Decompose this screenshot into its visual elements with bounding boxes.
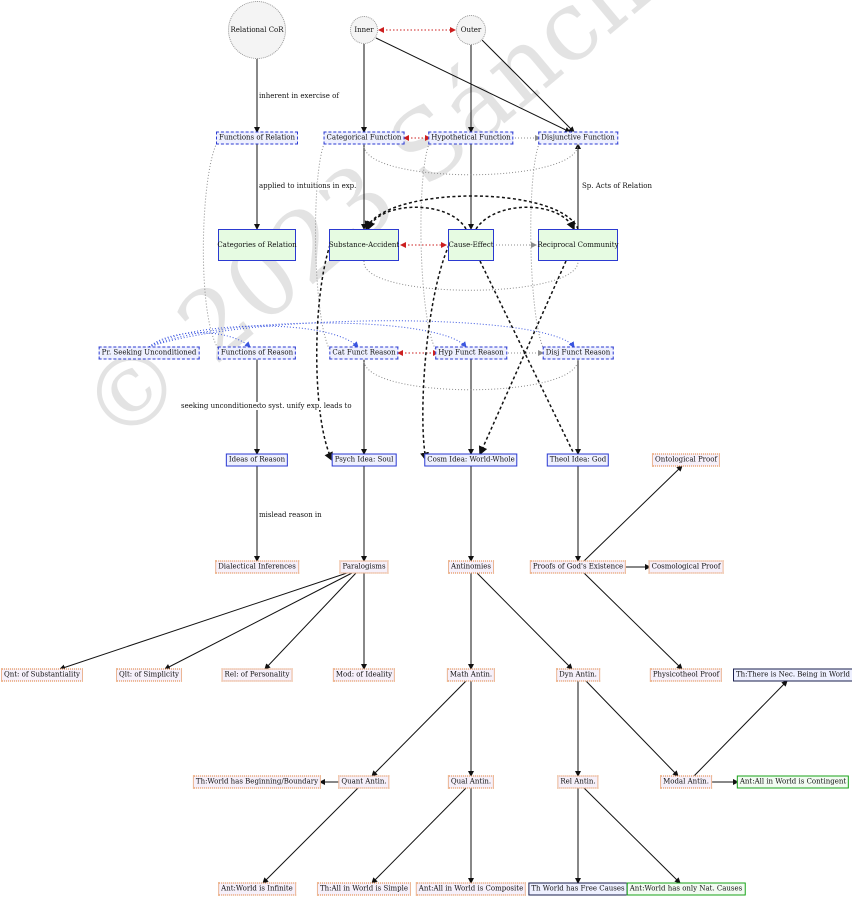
node-ontological: Ontological Proof — [651, 453, 721, 467]
node-math-ant: Math Antin. — [446, 668, 496, 682]
edge-quant-infinite — [262, 787, 359, 884]
node-dyn-ant: Dyn Antin. — [556, 668, 600, 682]
edge-cause-cosm — [420, 244, 450, 462]
edge-prseek-funcreason — [148, 332, 251, 348]
node-antinomies: Antinomies — [448, 560, 494, 574]
node-quant-ant: Quant Antin. — [338, 775, 390, 789]
node-outer: Outer — [456, 15, 486, 45]
node-th-begin: Th:World has Beginning/Boundary — [192, 775, 322, 789]
node-inner: Inner — [350, 16, 378, 44]
edge-paral-qlt — [164, 572, 353, 670]
arc-cat-row-lower — [363, 260, 579, 291]
node-modal-ant: Modal Antin. — [660, 775, 712, 789]
arc-func-row-lower — [363, 143, 579, 176]
node-recip: Reciprocal Community — [537, 229, 619, 261]
node-pr-seek: Pr. Seeking Unconditioned — [98, 346, 200, 360]
node-cosm: Cosm Idea: World-Whole — [424, 453, 518, 467]
edge-label-inherent: inherent in exercise of — [259, 92, 339, 100]
node-ant-composite: Ant:All in World is Composite — [415, 882, 527, 896]
node-ant-contingent: Ant:All in World is Contingent — [736, 775, 850, 789]
node-disj-reason: Disj Funct Reason — [542, 346, 614, 360]
edge-cause-theol — [479, 260, 575, 455]
arc-hypfunc-hypreason — [420, 137, 439, 354]
edge-proofs-ontological — [583, 465, 683, 562]
node-subst: Substance-Accident — [329, 229, 399, 261]
edge-prseek-catreason — [148, 325, 359, 348]
node-mod-ideal: Mod: of Ideality — [332, 668, 396, 682]
node-rel-pers: Rel: of Personality — [221, 668, 293, 682]
node-paralogisms: Paralogisms — [339, 560, 389, 574]
node-psych: Psych Idea: Soul — [331, 453, 397, 467]
edge-dyn-modal — [585, 680, 679, 777]
node-ant-infinite: Ant:World is Infinite — [218, 882, 296, 896]
edge-cause-subst-top — [366, 206, 467, 231]
edge-inner-disjfunc — [375, 37, 571, 133]
node-qlt: Qlt: of Simplicity — [116, 668, 182, 682]
edge-label-sp-acts: Sp. Acts of Relation — [582, 182, 652, 190]
edge-outer-disjfunc — [481, 39, 575, 133]
edge-prseek-disjreason — [148, 320, 575, 348]
node-rel-ant: Rel Antin. — [557, 775, 599, 789]
arc-catfunc-catreason — [315, 137, 333, 354]
node-th-simple: Th:All in World is Simple — [316, 882, 412, 896]
node-cat-reason: Cat Funct Reason — [329, 346, 399, 360]
edge-proofs-physico — [583, 572, 683, 670]
edge-prseek-hypreason — [148, 322, 467, 348]
node-ant-nat: Ant:World has only Nat. Causes — [626, 882, 746, 896]
node-hyp-reason: Hyp Funct Reason — [435, 346, 507, 360]
edge-math-quant — [371, 680, 467, 777]
edge-label-systematize: to syst. unify exp. leads to — [259, 402, 352, 410]
edge-paral-qnt — [59, 571, 351, 671]
node-func-reason: Functions of Reason — [217, 346, 297, 360]
node-proofs: Proofs of God's Existence — [529, 560, 627, 574]
node-physico: Physicotheol Proof — [649, 668, 723, 682]
edge-modal-thnec — [693, 680, 788, 777]
node-disj-func: Disjunctive Function — [538, 131, 618, 145]
node-theol: Theol Idea: God — [546, 453, 610, 467]
edge-label-seeking: seeking unconditioned — [181, 402, 262, 410]
edge-label-applied: applied to intuitions in exp. — [259, 182, 357, 190]
arc-disjfunc-disjreason — [530, 137, 547, 354]
node-cats-rel: Categories of Relation — [217, 229, 297, 261]
node-cosmological: Cosmological Proof — [648, 560, 724, 574]
node-hyp-func: Hypothetical Function — [428, 131, 514, 145]
edge-subst-psych — [316, 244, 333, 462]
node-qnt: Qnt: of Substantiality — [0, 668, 84, 682]
node-th-nec: Th:There is Nec. Being in World — [733, 668, 852, 682]
edge-paral-rel — [264, 572, 357, 670]
edge-antin-dyn — [476, 572, 573, 670]
edge-recip-subst-top — [364, 195, 579, 231]
edge-qual-simple — [371, 787, 467, 884]
node-cat-func: Categorical Function — [323, 131, 405, 145]
edge-label-mislead: mislead reason in — [259, 511, 322, 519]
node-func-rel: Functions of Relation — [215, 131, 299, 145]
node-qual-ant: Qual Antin. — [447, 775, 495, 789]
node-dialectical: Dialectical Inferences — [215, 560, 299, 574]
node-relational: Relational CoR — [228, 1, 286, 59]
edge-recip-cosm — [478, 260, 567, 456]
edge-rel-nat — [583, 787, 681, 884]
node-th-free: Th World has Free Causes — [528, 882, 628, 896]
arc-reason-row-lower — [363, 358, 579, 391]
node-ideas: Ideas of Reason — [225, 453, 289, 467]
node-cause: Cause-Effect — [448, 229, 494, 261]
edge-cause-recip-top — [475, 206, 575, 231]
